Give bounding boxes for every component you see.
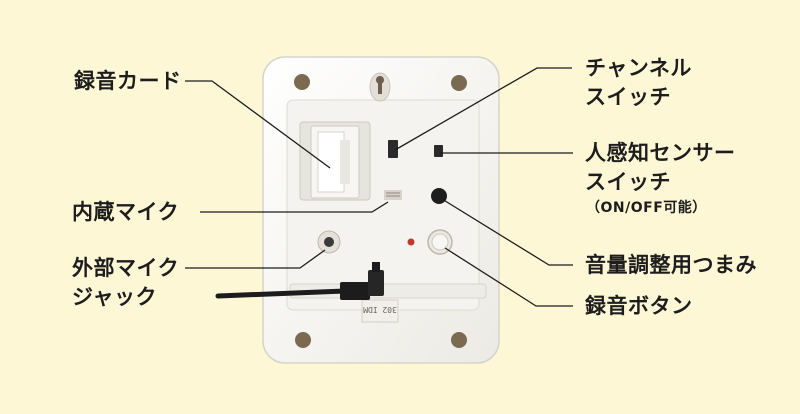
- internal-mic-grille: [384, 190, 402, 200]
- leader-volume: [441, 198, 573, 266]
- device-print: 302 IDM: [363, 305, 397, 314]
- label-record-card: 録音カード: [74, 69, 182, 93]
- mic-plug: [340, 262, 384, 300]
- screw-hole-top-left: [294, 74, 310, 90]
- screw-hole-top-right: [451, 75, 467, 91]
- label-external-mic-jack: ジャック: [72, 285, 157, 309]
- label-external-mic: 外部マイク: [72, 256, 180, 280]
- label-sensor-switch: スイッチ: [585, 170, 671, 194]
- screw-hole-bottom-right: [451, 332, 467, 348]
- leader-internal-mic: [200, 201, 389, 213]
- label-record-button: 録音ボタン: [585, 294, 693, 318]
- label-volume-knob: 音量調整用つまみ: [585, 253, 757, 277]
- led-indicator: [407, 238, 415, 246]
- leader-rec-button: [444, 247, 573, 307]
- label-internal-mic: 内蔵マイク: [72, 200, 180, 224]
- sensor-switch[interactable]: [434, 145, 443, 157]
- label-sensor-onoff: （ON/OFF可能）: [586, 200, 707, 216]
- mic-cable: [215, 288, 348, 299]
- label-channel-switch: スイッチ: [585, 85, 671, 109]
- leader-ext-mic: [185, 249, 326, 269]
- keyhole-hanger: [369, 72, 391, 102]
- external-mic-jack[interactable]: [317, 230, 341, 254]
- leader-rec-card: [185, 80, 331, 169]
- screw-hole-bottom-left: [295, 332, 311, 348]
- label-channel: チャンネル: [585, 56, 692, 80]
- record-card-slot: [299, 121, 371, 201]
- label-sensor: 人感知センサー: [585, 141, 736, 165]
- leader-channel: [394, 67, 572, 151]
- channel-switch[interactable]: [388, 140, 398, 158]
- volume-knob[interactable]: [431, 188, 447, 204]
